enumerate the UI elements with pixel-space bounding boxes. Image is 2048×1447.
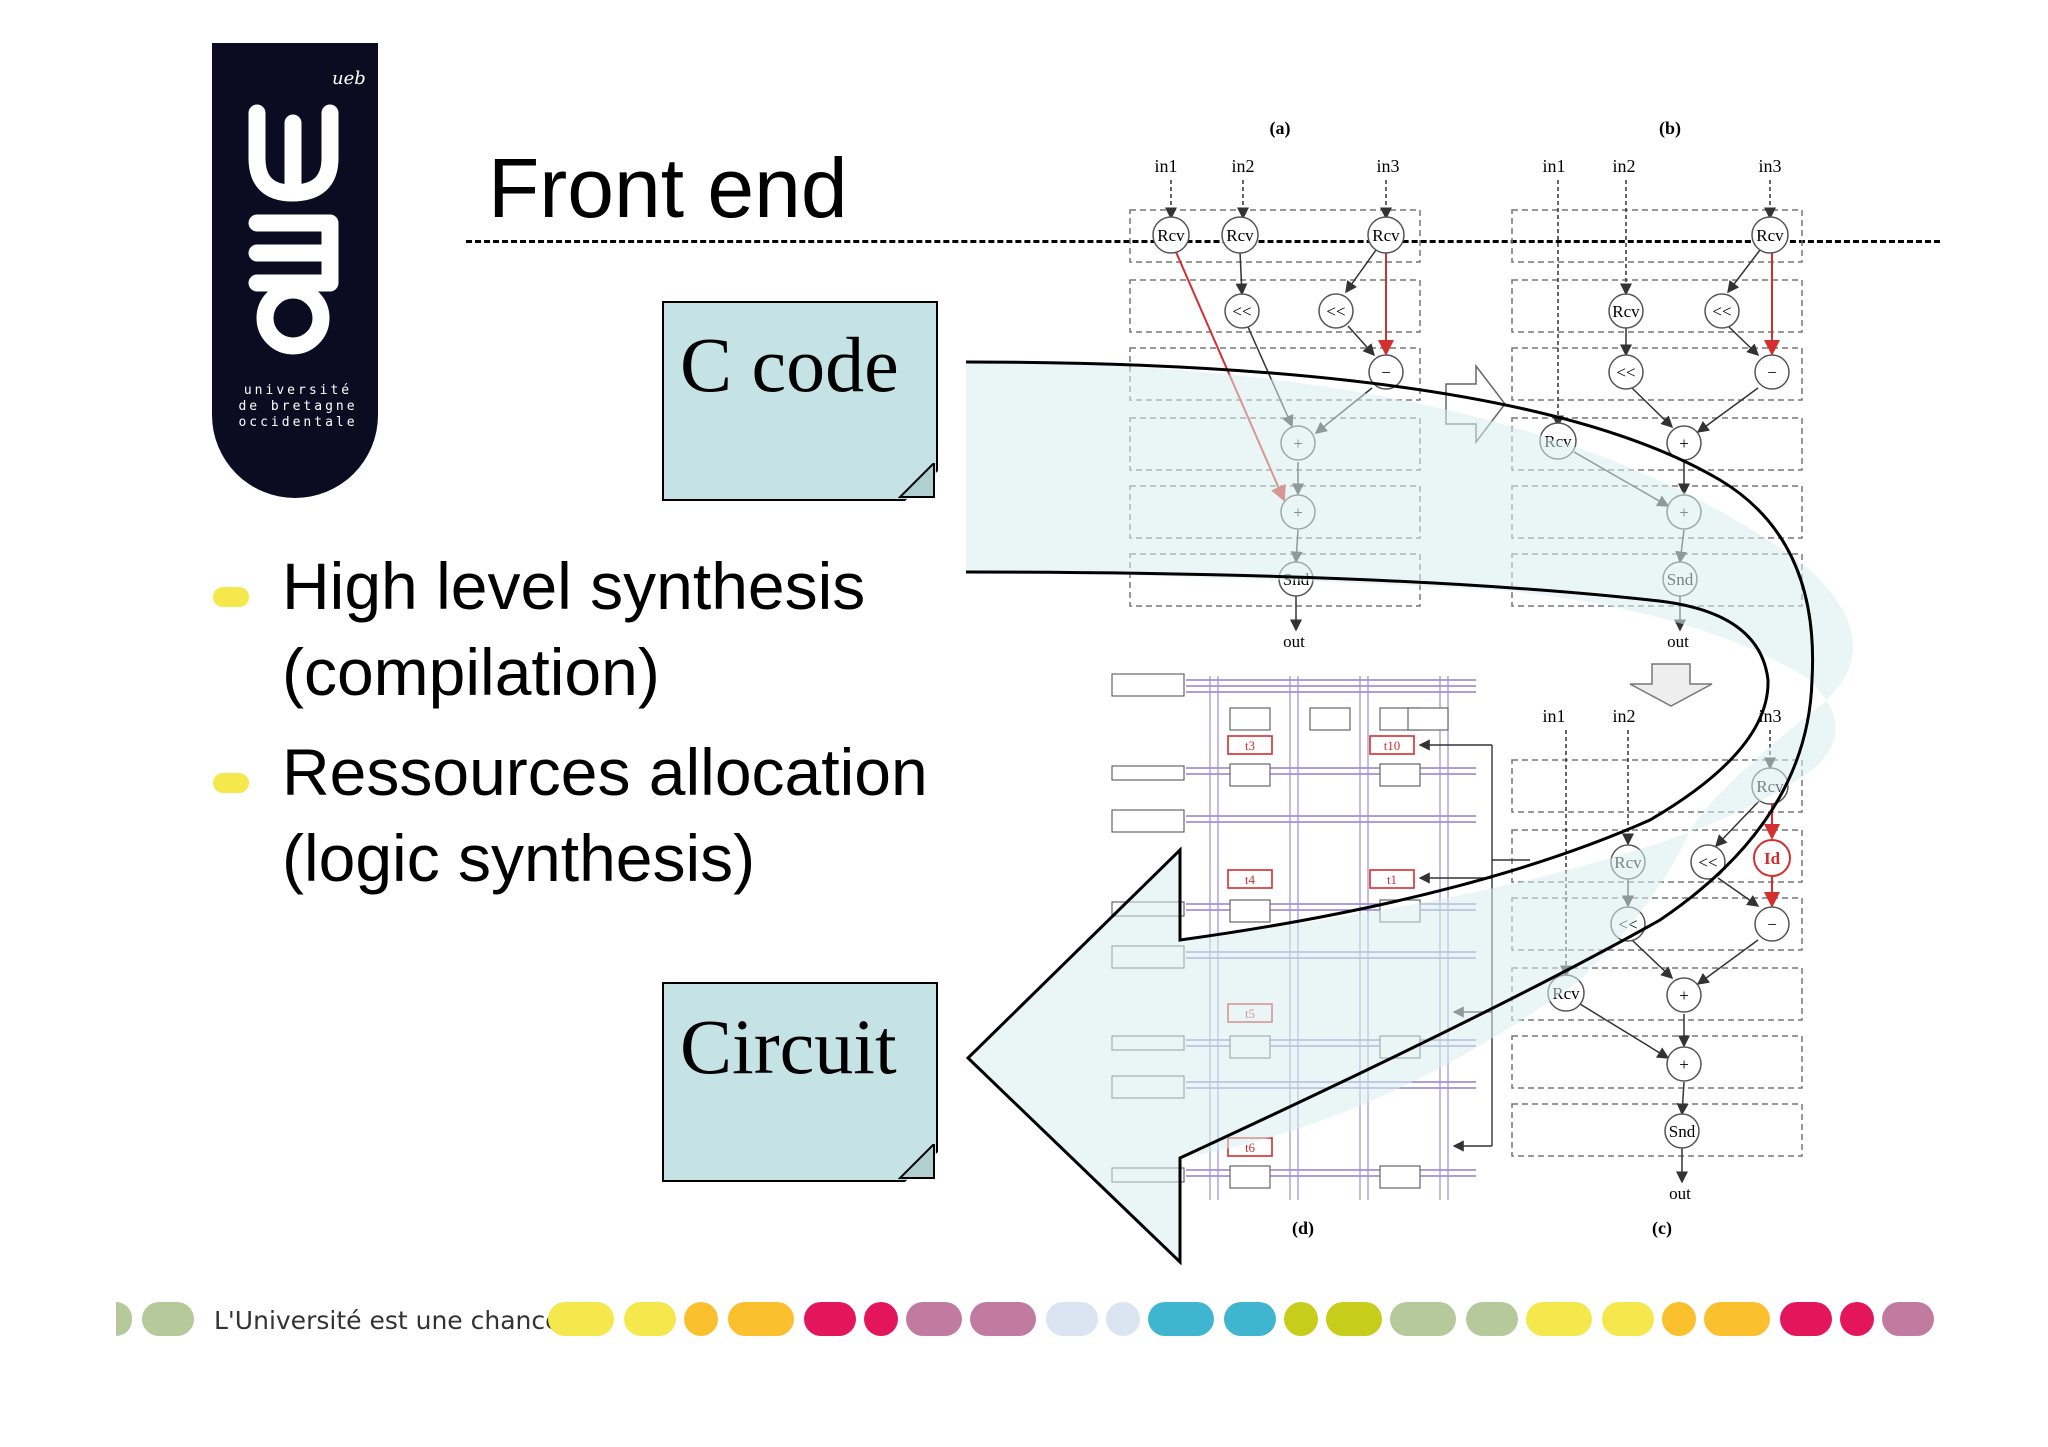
node-send-label: Snd bbox=[1669, 1122, 1696, 1141]
circuit-note bbox=[662, 982, 938, 1182]
node-minus bbox=[1754, 906, 1790, 942]
graph-b-input-edges bbox=[1552, 180, 1776, 428]
node-recv bbox=[1152, 216, 1190, 254]
panel-label-a: (a) bbox=[1270, 118, 1291, 139]
node-plus bbox=[1666, 1046, 1702, 1082]
panel-label-d: (d) bbox=[1292, 1218, 1314, 1239]
node-plus-label: + bbox=[1679, 986, 1689, 1005]
node-recv-label: Rcv bbox=[1756, 226, 1784, 245]
node-shift bbox=[1704, 293, 1740, 329]
input-label: in1 bbox=[1542, 156, 1565, 176]
node-minus-label: − bbox=[1767, 915, 1777, 934]
node-shift-label: << bbox=[1698, 853, 1717, 872]
c-code-label: C code bbox=[680, 321, 899, 408]
university-logo bbox=[212, 43, 378, 498]
bullet-1-line-2: (compilation) bbox=[282, 635, 660, 709]
input-label: in1 bbox=[1542, 706, 1565, 726]
input-label: in2 bbox=[1612, 156, 1635, 176]
node-plus-label: + bbox=[1679, 1055, 1689, 1074]
logo-university-name: université de bretagne occidentale bbox=[238, 383, 358, 430]
output-label: out bbox=[1669, 1184, 1691, 1203]
slide-title: Front end bbox=[488, 141, 848, 235]
c-code-note bbox=[662, 301, 938, 501]
node-recv bbox=[1221, 216, 1259, 254]
node-shift-label: << bbox=[1712, 302, 1731, 321]
node-send bbox=[1664, 1113, 1700, 1149]
node-recv bbox=[1367, 216, 1405, 254]
node-recv-label: Rcv bbox=[1372, 226, 1400, 245]
input-label: in3 bbox=[1758, 156, 1781, 176]
node-plus bbox=[1666, 977, 1702, 1013]
output-label: out bbox=[1667, 632, 1689, 651]
tile-label: t1 bbox=[1387, 872, 1397, 887]
bullet-1-line-1: High level synthesis bbox=[282, 549, 866, 623]
tile-box bbox=[1369, 869, 1415, 889]
tile-label: t10 bbox=[1384, 738, 1401, 753]
bullet-marker bbox=[213, 587, 249, 607]
graph-a-input-edges bbox=[1165, 180, 1392, 220]
tile-label: t3 bbox=[1245, 738, 1255, 753]
bullet-2-line-1: Ressources allocation bbox=[282, 735, 928, 809]
node-recv-label: Rcv bbox=[1612, 302, 1640, 321]
node-plus-label: + bbox=[1679, 434, 1689, 453]
ubo-logo-mark bbox=[248, 104, 339, 355]
node-shift bbox=[1224, 293, 1260, 329]
flow-arrow-fill bbox=[966, 362, 1854, 1262]
step-arrow-down bbox=[1629, 663, 1713, 707]
node-shift bbox=[1608, 354, 1644, 390]
node-shift-label: << bbox=[1232, 302, 1251, 321]
title-divider bbox=[466, 240, 1940, 243]
node-recv bbox=[1751, 216, 1789, 254]
footer-tagline: L'Université est une chance bbox=[214, 1306, 561, 1335]
circuit-label: Circuit bbox=[680, 1003, 897, 1090]
graph-c-edges bbox=[1579, 799, 1761, 1184]
tile-box bbox=[1227, 735, 1273, 755]
node-recv bbox=[1608, 293, 1644, 329]
tile-label: t6 bbox=[1245, 1140, 1256, 1155]
bullet-2-line-2: (logic synthesis) bbox=[282, 821, 756, 895]
node-minus bbox=[1754, 354, 1790, 390]
ueb-badge: ueb bbox=[332, 68, 366, 89]
graph-c-stages bbox=[1511, 759, 1803, 1157]
node-shift-label: << bbox=[1326, 302, 1345, 321]
panel-label-c: (c) bbox=[1652, 1218, 1672, 1239]
node-shift-label: << bbox=[1616, 363, 1635, 382]
note-fold-corner bbox=[898, 1144, 935, 1179]
input-label: in2 bbox=[1231, 156, 1254, 176]
node-id bbox=[1753, 839, 1791, 877]
node-id-label: Id bbox=[1764, 849, 1781, 868]
node-recv-label: Rcv bbox=[1157, 226, 1185, 245]
node-shift bbox=[1318, 293, 1354, 329]
tile-label: t4 bbox=[1245, 872, 1256, 887]
node-minus-label: − bbox=[1381, 363, 1391, 382]
input-label: in3 bbox=[1376, 156, 1399, 176]
bullet-marker bbox=[213, 773, 249, 793]
node-shift bbox=[1690, 844, 1726, 880]
input-label: in1 bbox=[1154, 156, 1177, 176]
tile-box bbox=[1227, 869, 1273, 889]
node-minus bbox=[1368, 354, 1404, 390]
input-label: in2 bbox=[1612, 706, 1635, 726]
note-fold-corner bbox=[898, 463, 935, 498]
node-minus-label: − bbox=[1767, 363, 1777, 382]
panel-label-b: (b) bbox=[1659, 118, 1681, 139]
node-recv-label: Rcv bbox=[1226, 226, 1254, 245]
tile-box bbox=[1369, 735, 1415, 755]
flow-arrow-outline bbox=[965, 360, 1815, 1266]
output-label: out bbox=[1283, 632, 1305, 651]
